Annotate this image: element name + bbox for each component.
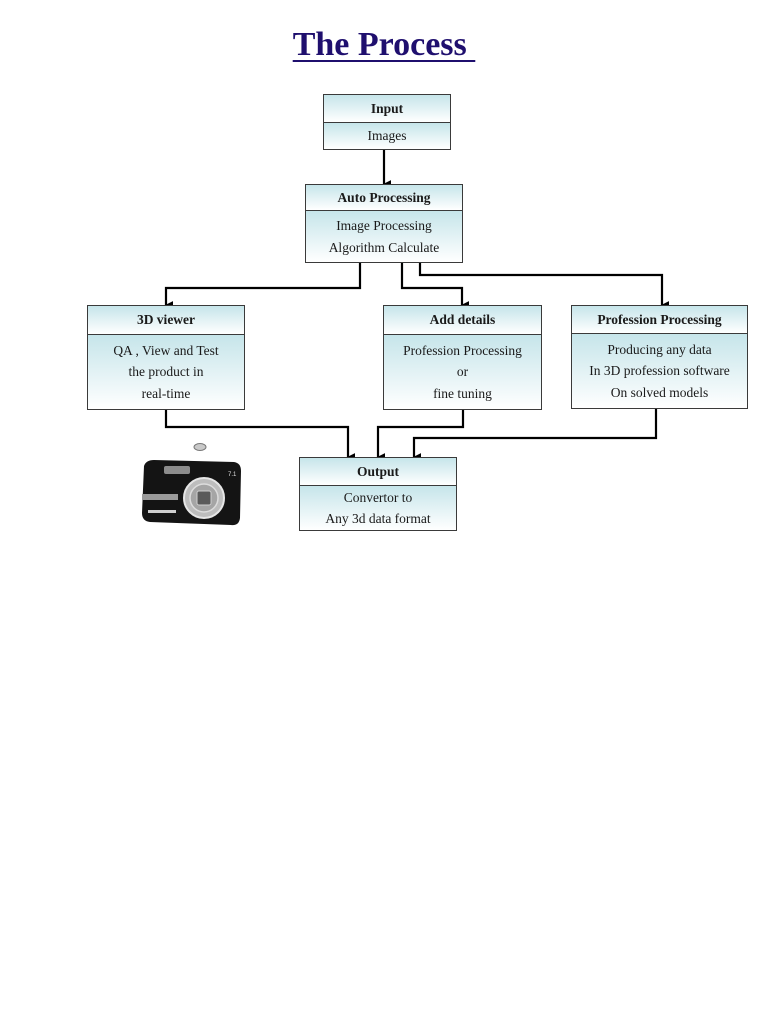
node-add-details-line: Profession Processing xyxy=(403,342,522,358)
node-profession-processing-body: Producing any data In 3D profession soft… xyxy=(572,334,747,408)
node-3d-viewer-header: 3D viewer xyxy=(88,306,244,335)
node-3d-viewer-line: the product in xyxy=(128,364,204,380)
node-3d-viewer-line: real-time xyxy=(141,385,191,401)
node-auto-processing-body: Image Processing Algorithm Calculate xyxy=(306,211,462,262)
node-auto-processing-line: Algorithm Calculate xyxy=(328,239,440,255)
node-3d-viewer: 3D viewer QA , View and Test the product… xyxy=(87,305,245,410)
camera-lens-cap xyxy=(193,443,207,451)
node-auto-processing-header: Auto Processing xyxy=(306,185,462,211)
node-add-details-line: fine tuning xyxy=(433,385,492,401)
node-output-line: Any 3d data format xyxy=(325,511,431,526)
camera-image: 7.1 xyxy=(142,443,241,526)
camera-label: 7.1 xyxy=(228,472,237,478)
camera-lens-center xyxy=(196,490,212,506)
node-input-header: Input xyxy=(324,95,450,123)
page-title: The Process xyxy=(0,26,768,64)
edge-auto-profession xyxy=(418,262,670,309)
node-auto-processing: Auto Processing Image Processing Algorit… xyxy=(305,184,463,263)
camera-model-text xyxy=(148,510,176,513)
node-input-line: Images xyxy=(367,128,407,144)
node-add-details-body: Profession Processing or fine tuning xyxy=(384,335,541,409)
node-output-header: Output xyxy=(300,458,456,486)
edge-auto-viewer xyxy=(164,262,362,309)
node-input-body: Images xyxy=(324,123,450,149)
node-auto-processing-line: Image Processing xyxy=(336,218,432,233)
edge-profession-output xyxy=(412,408,658,461)
node-profession-processing-line: Producing any data xyxy=(607,341,712,357)
node-profession-processing: Profession Processing Producing any data… xyxy=(571,305,748,409)
node-profession-processing-line: In 3D profession software xyxy=(589,363,730,379)
camera-flash xyxy=(164,466,190,474)
node-3d-viewer-line: QA , View and Test xyxy=(113,342,219,358)
node-profession-processing-line: On solved models xyxy=(610,384,709,400)
edge-auto-details xyxy=(400,262,470,309)
node-3d-viewer-body: QA , View and Test the product in real-t… xyxy=(88,335,244,409)
edge-details-output xyxy=(376,409,465,461)
camera-brand-strip xyxy=(142,494,178,500)
node-add-details-header: Add details xyxy=(384,306,541,335)
node-profession-processing-header: Profession Processing xyxy=(572,306,747,334)
page-title-text: The Process xyxy=(292,26,476,63)
edge-viewer-output xyxy=(164,409,356,461)
node-output-body: Convertor to Any 3d data format xyxy=(300,486,456,530)
node-output: Output Convertor to Any 3d data format xyxy=(299,457,457,531)
node-add-details-line: or xyxy=(456,364,469,380)
node-add-details: Add details Profession Processing or fin… xyxy=(383,305,542,410)
node-output-line: Convertor to xyxy=(343,489,413,505)
node-input: Input Images xyxy=(323,94,451,150)
